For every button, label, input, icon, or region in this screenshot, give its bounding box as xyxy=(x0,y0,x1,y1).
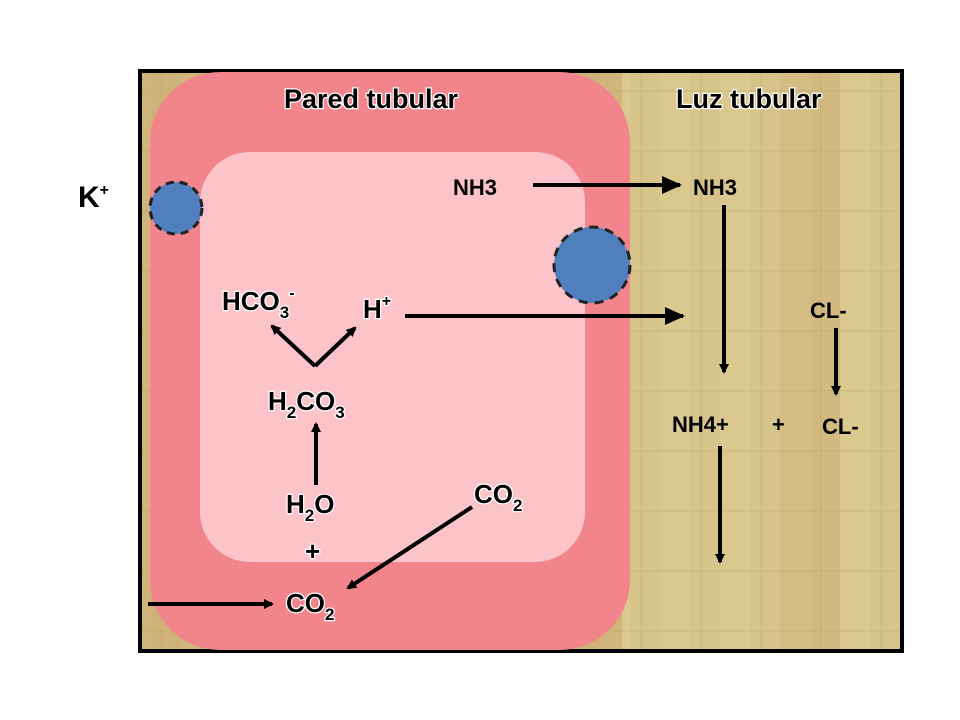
label-k-plus: K+ xyxy=(78,181,109,214)
label-h2co3: H2CO3 xyxy=(268,386,345,422)
label-h-plus: H+ xyxy=(363,293,391,324)
label-nh3-lumen: NH3 xyxy=(693,175,737,200)
arrow-co2-to-bottom xyxy=(346,505,474,590)
lumen-band xyxy=(780,73,840,649)
label-nh4: NH4+ xyxy=(672,412,729,437)
k-pump xyxy=(148,180,204,236)
label-cl-bottom: CL- xyxy=(822,414,859,439)
heading-luz-tubular: Luz tubular xyxy=(676,84,822,114)
label-cl-top: CL- xyxy=(810,298,847,323)
label-nh3-cell: NH3 xyxy=(453,175,497,200)
label-plus-lumen: + xyxy=(772,412,785,437)
arrow-to-h xyxy=(313,326,357,368)
heading-pared-tubular: Pared tubular xyxy=(284,84,459,114)
label-h2o: H2O xyxy=(286,489,334,525)
label-plus-cell: + xyxy=(305,536,320,566)
label-hco3: HCO3- xyxy=(222,285,295,322)
label-co2-bottom: CO2 xyxy=(286,588,334,624)
luminal-pump xyxy=(552,225,632,305)
cytoplasm xyxy=(200,152,585,562)
label-co2-upper: CO2 xyxy=(474,479,522,515)
arrow-to-hco3 xyxy=(270,324,317,368)
